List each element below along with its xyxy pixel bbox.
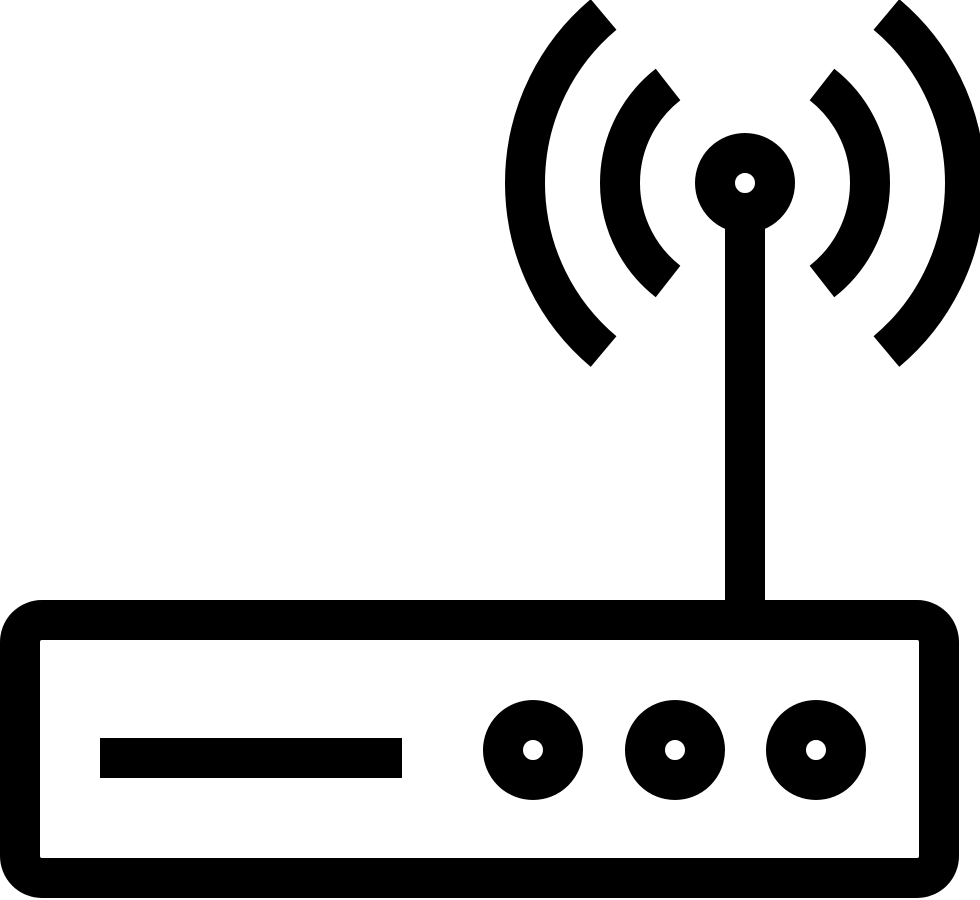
router-body (0, 600, 959, 898)
status-light (625, 700, 725, 800)
signal-wave-inner-left (600, 68, 681, 298)
signal-wave-outer-left (505, 0, 617, 367)
status-light (483, 700, 583, 800)
signal-wave-outer-right (873, 0, 980, 367)
antenna-tip (695, 133, 795, 233)
display-slot (100, 738, 402, 778)
status-light (766, 700, 866, 800)
signal-wave-inner-right (809, 68, 890, 298)
